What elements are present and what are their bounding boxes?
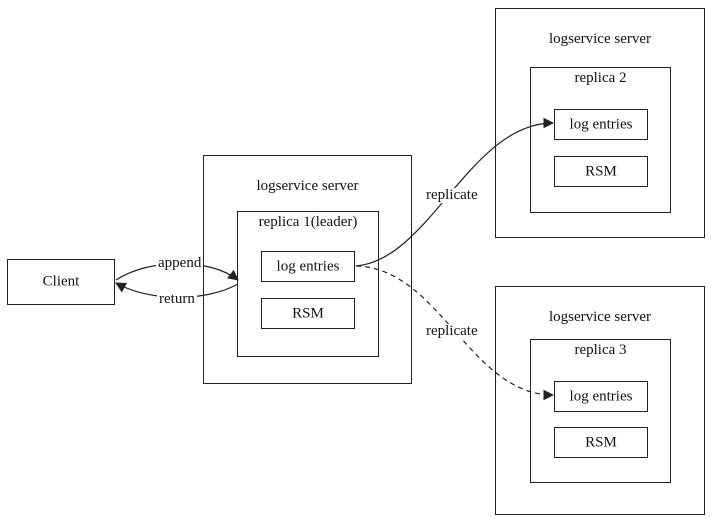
replica-3-title: replica 3 [574,342,627,358]
server-1-title: logservice server [256,178,359,194]
replica-1-log-entries: log entries [261,251,355,282]
replica-3-log-entries: log entries [554,381,648,412]
return-label: return [157,291,197,307]
replica-1-rsm-label: RSM [292,305,324,321]
replica-3: replica 3 log entries RSM [530,339,671,483]
replica-3-rsm-label: RSM [585,434,617,450]
replica-1: replica 1(leader) log entries RSM [237,211,379,357]
replica-1-log-label: log entries [276,258,340,274]
replica-2: replica 2 log entries RSM [530,67,671,213]
replica-2-log-entries: log entries [554,109,648,140]
client-label: Client [42,273,80,290]
replica-2-title: replica 2 [574,70,627,86]
server-3-title: logservice server [548,309,652,325]
replica-2-rsm-label: RSM [585,163,617,179]
append-label: append [156,255,204,271]
replica-1-rsm: RSM [261,298,355,329]
server-1: logservice server replica 1(leader) log … [203,155,412,384]
replica-2-rsm: RSM [554,156,648,187]
replica-3-rsm: RSM [554,427,648,458]
replica-3-log-label: log entries [569,388,633,404]
replicate-bottom-label: replicate [424,323,480,339]
replica-1-title: replica 1(leader) [258,214,358,230]
server-2-title: logservice server [548,31,652,47]
replica-2-log-label: log entries [569,116,633,132]
server-2: logservice server replica 2 log entries … [495,8,705,238]
server-3: logservice server replica 3 log entries … [495,286,705,515]
client-node: Client [7,259,115,305]
replicate-edge-replica3 [355,265,555,401]
replicate-top-label: replicate [424,187,480,203]
